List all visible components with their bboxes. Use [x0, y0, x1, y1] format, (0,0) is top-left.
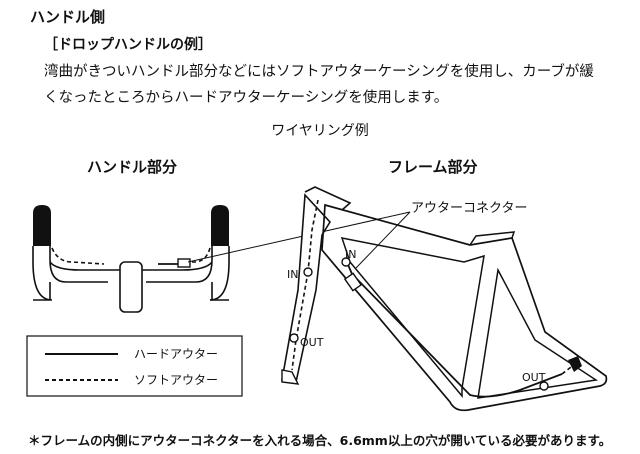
outer-connector-label: アウターコネクター: [411, 201, 528, 216]
rear-derailleur: [568, 356, 582, 372]
handlebar-illustration: [32, 205, 230, 313]
connector-leader-line: [187, 211, 411, 263]
subheading: ［ドロップハンドルの例］: [44, 37, 212, 53]
legend-soft-outer-label: ソフトアウター: [134, 373, 218, 387]
frame-illustration: [281, 186, 608, 412]
port-label-in-right: IN: [345, 248, 356, 261]
handlebar-connector: [177, 258, 191, 268]
port-label-in-left: IN: [287, 268, 298, 281]
port-label-out-fork: OUT: [300, 336, 324, 349]
diagram-title: ワイヤリング例: [271, 123, 369, 139]
port-out-rear: [539, 381, 549, 391]
handlebar-section-label: ハンドル部分: [87, 158, 178, 176]
frame-cable-route: [289, 199, 582, 398]
section-title: ハンドル側: [30, 8, 106, 26]
description-line-1: 湾曲がきついハンドル部分などにはソフトアウターケーシングを使用し、カーブが緩: [44, 64, 594, 80]
port-label-out-rear: OUT: [522, 371, 546, 384]
footnote: ＊フレームの内側にアウターコネクターを入れる場合、6.6mm以上の穴が開いている…: [28, 433, 612, 448]
legend-hard-outer-label: ハードアウター: [134, 347, 218, 361]
right-hood: [211, 205, 229, 246]
frame-section-label: フレーム部分: [388, 158, 478, 176]
frame-connector: [343, 272, 363, 292]
legend: ハードアウター ソフトアウター: [26, 335, 243, 397]
port-out-fork: [289, 333, 299, 343]
connector-leader-line-frame: [355, 211, 411, 269]
port-in-right: [341, 257, 351, 267]
port-in-left: [303, 267, 313, 277]
description-line-2: くなったところからハードアウターケーシングを使用します。: [44, 90, 449, 106]
left-hood: [33, 205, 51, 246]
